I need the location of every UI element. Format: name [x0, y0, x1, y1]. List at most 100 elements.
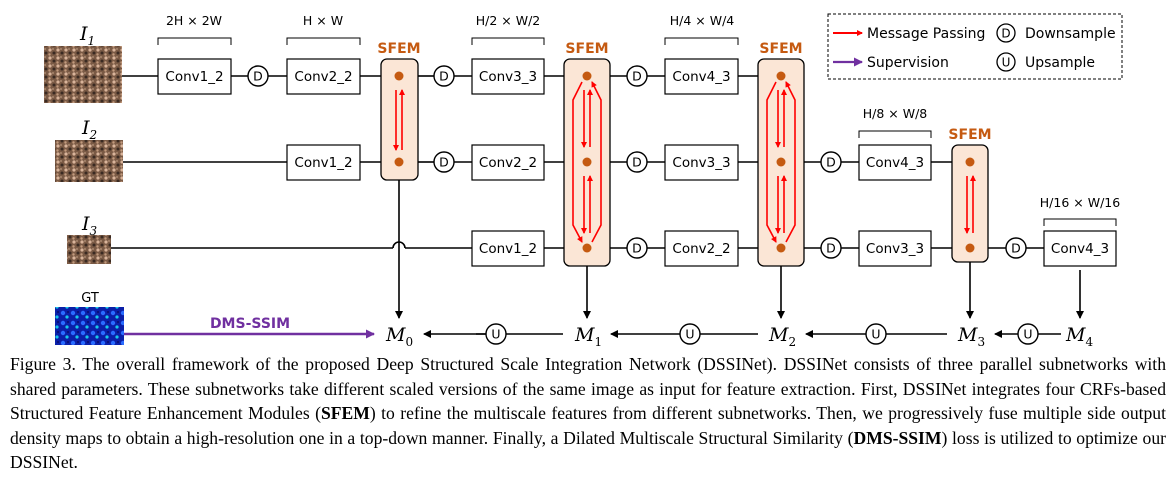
upsample-icon: U — [485, 323, 507, 345]
sfem-label: SFEM — [759, 41, 802, 57]
feature-node — [394, 157, 404, 167]
dim-label-2: H × W — [303, 13, 343, 28]
dim-label-5: H/8 × W/8 — [863, 106, 928, 121]
conv-block: Conv4_3 — [664, 58, 739, 95]
sfem-module-4: SFEM — [948, 127, 992, 263]
conv-block: Conv2_2 — [286, 58, 361, 95]
downsample-icon: D — [996, 23, 1016, 43]
svg-text:D: D — [632, 155, 642, 170]
legend-box — [827, 13, 1123, 80]
legend-downsample: Downsample — [1025, 26, 1116, 42]
conv-label: Conv3_3 — [866, 241, 924, 257]
sfem-label: SFEM — [377, 41, 420, 57]
downsample-icon: D — [433, 65, 455, 87]
svg-text:D: D — [253, 69, 263, 84]
svg-text:D: D — [826, 241, 836, 256]
feature-node — [776, 243, 786, 253]
conv-block: Conv4_3 — [858, 144, 932, 181]
conv-label: Conv1_2 — [165, 69, 223, 85]
svg-text:U: U — [685, 327, 694, 342]
svg-text:D: D — [439, 155, 449, 170]
figure-caption: Figure 3. The overall framework of the p… — [10, 354, 1166, 473]
sampling-nodes: D D D D D D D D D U U U U — [247, 65, 1039, 345]
downsample-icon: D — [820, 151, 842, 173]
output-labels: M0 M1 M2 M3 M4 — [385, 324, 1093, 349]
output-label-m3: M3 — [957, 324, 985, 349]
feature-node — [394, 71, 404, 81]
conv-label: Conv2_2 — [294, 69, 352, 85]
upsample-icon: U — [996, 52, 1016, 72]
conv-block: Conv4_3 — [1043, 230, 1117, 267]
connection-lines — [111, 75, 1044, 249]
downsample-icon: D — [1005, 237, 1027, 259]
conv-label: Conv2_2 — [672, 241, 730, 257]
conv-block: Conv3_3 — [471, 58, 545, 95]
downsample-icon: D — [626, 237, 648, 259]
feature-node — [582, 243, 592, 253]
dim-label-4: H/4 × W/4 — [670, 13, 735, 28]
svg-text:U: U — [1002, 56, 1011, 70]
conv-label: Conv1_2 — [479, 241, 537, 257]
loss-label: DMS-SSIM — [210, 316, 290, 332]
upsample-icon: U — [1017, 323, 1039, 345]
dimension-labels: 2H × 2W H × W H/2 × W/2 H/4 × W/4 H/8 × … — [166, 13, 1120, 210]
output-label-m1: M1 — [574, 324, 602, 349]
feature-node — [582, 157, 592, 167]
conv-label: Conv3_3 — [672, 155, 730, 171]
svg-text:D: D — [1001, 27, 1010, 41]
framework-figure: GT I1 I2 I3 2H × 2W H × W H/2 × W/2 H/4 … — [44, 13, 1123, 349]
conv-label: Conv2_2 — [479, 155, 537, 171]
sfem-module-2: SFEM — [563, 41, 611, 267]
feature-node — [965, 243, 975, 253]
feature-node — [965, 157, 975, 167]
svg-text:D: D — [826, 155, 836, 170]
output-label-m2: M2 — [768, 324, 796, 349]
dimension-brackets — [157, 37, 1117, 226]
feature-node — [582, 71, 592, 81]
svg-text:D: D — [1011, 241, 1021, 256]
feature-node — [776, 157, 786, 167]
sfem-module-1: SFEM — [377, 41, 421, 181]
svg-text:U: U — [871, 327, 880, 342]
dim-label-6: H/16 × W/16 — [1040, 195, 1120, 210]
downsample-icon: D — [626, 65, 648, 87]
gt-label: GT — [81, 291, 99, 306]
input-label-2: I2 — [81, 117, 97, 142]
conv-block: Conv3_3 — [664, 144, 739, 181]
downsample-icon: D — [247, 65, 269, 87]
feature-node — [776, 71, 786, 81]
conv-block: Conv1_2 — [286, 144, 361, 181]
upsample-icon: U — [679, 323, 701, 345]
input-image-3 — [67, 235, 111, 264]
caption-bold-dmsssim: DMS-SSIM — [853, 427, 942, 448]
dim-label-1: 2H × 2W — [166, 13, 222, 28]
svg-text:D: D — [632, 69, 642, 84]
sfem-label: SFEM — [948, 127, 991, 143]
conv-block: Conv3_3 — [858, 230, 932, 267]
conv-label: Conv4_3 — [1051, 241, 1109, 257]
legend-message-passing: Message Passing — [867, 26, 985, 42]
ground-truth-map — [55, 307, 124, 345]
downsample-icon: D — [820, 237, 842, 259]
input-images: GT I1 I2 I3 — [44, 23, 124, 345]
legend-upsample: Upsample — [1025, 55, 1095, 71]
input-image-1 — [44, 46, 122, 103]
sfem-label: SFEM — [565, 41, 608, 57]
caption-bold-sfem: SFEM — [320, 403, 370, 424]
conv-label: Conv4_3 — [866, 155, 924, 171]
conv-block: Conv2_2 — [471, 144, 545, 181]
svg-text:U: U — [1023, 327, 1032, 342]
output-label-m0: M0 — [385, 324, 413, 349]
conv-block: Conv1_2 — [157, 58, 232, 95]
svg-text:U: U — [491, 327, 500, 342]
sfem-module-3: SFEM — [757, 41, 805, 267]
dim-label-3: H/2 × W/2 — [476, 13, 541, 28]
conv-block: Conv2_2 — [664, 230, 739, 267]
sfem-modules: SFEM SFEM SFEM — [377, 41, 992, 267]
svg-text:D: D — [632, 241, 642, 256]
conv-block: Conv1_2 — [471, 230, 545, 267]
input-label-3: I3 — [81, 213, 98, 238]
conv-label: Conv4_3 — [672, 69, 730, 85]
output-label-m4: M4 — [1065, 324, 1093, 349]
legend-supervision: Supervision — [867, 55, 949, 71]
